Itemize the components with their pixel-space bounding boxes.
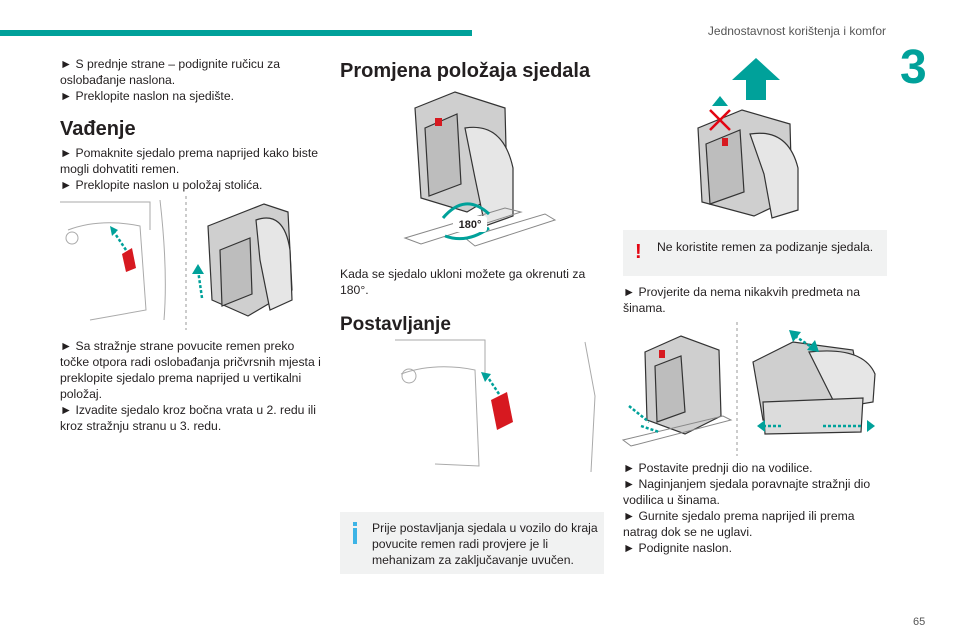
column-left: ► S prednje strane – podignite ručicu za… [60, 56, 322, 193]
install-step-2: ► Naginjanjem sjedala poravnajte stražnj… [623, 477, 871, 507]
removal-step-4: ► Izvadite sjedalo kroz bočna vrata u 2.… [60, 403, 316, 433]
section-heading-removal: Vađenje [60, 118, 136, 140]
intro-step-1: ► S prednje strane – podignite ručicu za… [60, 57, 281, 87]
illustration-rail-placement [621, 322, 876, 456]
column-middle: Promjena položaja sjedala [340, 56, 606, 83]
install-step-3: ► Gurnite sjedalo prema naprijed ili pre… [623, 509, 855, 539]
check-rails-step: ► Provjerite da nema nikakvih predmeta n… [623, 285, 860, 315]
column-middle-mid: Kada se sjedalo ukloni možete ga okrenut… [340, 266, 606, 336]
warning-note-text: Ne koristite remen za podizanje sjedala. [657, 240, 874, 254]
illustration-no-lift [697, 58, 799, 219]
column-right-mid: ► Provjerite da nema nikakvih predmeta n… [623, 284, 887, 316]
column-left-lower: ► Sa stražnje strane povucite remen prek… [60, 338, 322, 434]
info-icon [353, 522, 357, 544]
illustration-installation [395, 339, 596, 473]
section-heading-installation: Postavljanje [340, 314, 451, 335]
info-note: Prije postavljanja sjedala u vozilo do k… [340, 512, 604, 574]
install-step-4: ► Podignite naslon. [623, 541, 732, 555]
illustration-seat-removal [60, 196, 293, 330]
install-step-1: ► Postavite prednji dio na vodilice. [623, 461, 813, 475]
removal-step-3: ► Sa stražnje strane povucite remen prek… [60, 339, 321, 401]
removal-step-2: ► Preklopite naslon u položaj stolića. [60, 178, 263, 192]
intro-step-2: ► Preklopite naslon na sjedište. [60, 89, 234, 103]
chapter-number: 3 [900, 41, 927, 94]
column-right-lower: ► Postavite prednji dio na vodilice. ► N… [623, 460, 887, 556]
rotation-label: 180° [459, 219, 482, 231]
info-note-text: Prije postavljanja sjedala u vozilo do k… [372, 521, 598, 567]
page-number: 65 [913, 616, 926, 628]
section-heading-position-change: Promjena položaja sjedala [340, 60, 591, 82]
rotation-text: Kada se sjedalo ukloni možete ga okrenut… [340, 267, 586, 297]
header-accent-bar [0, 30, 472, 36]
illustration-seat-rotation: 180° [403, 91, 557, 247]
chapter-title: Jednostavnost korištenja i komfor [707, 24, 886, 38]
warning-icon: ! [635, 241, 642, 263]
removal-step-1: ► Pomaknite sjedalo prema naprijed kako … [60, 146, 318, 176]
warning-note: ! Ne koristite remen za podizanje sjedal… [623, 230, 887, 276]
